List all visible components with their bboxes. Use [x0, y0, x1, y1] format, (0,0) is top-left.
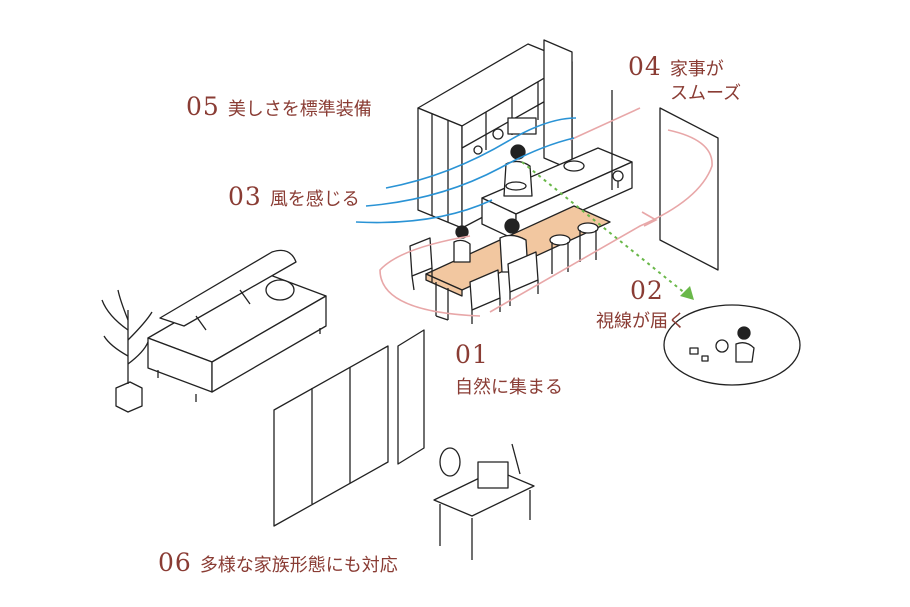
feature-number: 04: [628, 52, 662, 81]
feature-label-05: 05 美しさを標準装備: [186, 92, 372, 121]
feature-text: 美しさを標準装備: [227, 99, 372, 120]
sofa: [147, 249, 327, 402]
feature-text: 風を感じる: [269, 189, 360, 210]
potted-plant: [101, 289, 153, 413]
feature-label-04: 04 家事が スムーズ: [628, 52, 741, 105]
feature-number: 01: [455, 340, 489, 369]
door-panel: [611, 90, 719, 271]
dining-chairs: [409, 237, 539, 324]
person-cooking: [503, 144, 533, 197]
feature-text: 視線が届く: [596, 311, 686, 332]
feature-text: 多様な家族形態にも対応: [199, 555, 398, 576]
feature-label-01: 01 自然に集まる: [455, 340, 563, 399]
play-area: [663, 304, 801, 386]
sightline-arrow-icon: [521, 161, 694, 300]
feature-label-02: 02 視線が届く: [596, 276, 686, 333]
work-desk: [433, 443, 535, 560]
flow-loop-icon: [379, 107, 713, 317]
feature-text-line2: スムーズ: [670, 83, 742, 104]
bar-stools: [549, 222, 599, 274]
feature-number: 06: [158, 548, 192, 577]
feature-number: 02: [630, 276, 664, 305]
feature-text: 自然に集まる: [455, 377, 563, 398]
feature-text: 家事が: [669, 59, 724, 80]
feature-number: 05: [186, 92, 220, 121]
kitchen-pillar: [543, 39, 573, 171]
feature-number: 03: [228, 182, 262, 211]
feature-label-06: 06 多様な家族形態にも対応: [158, 548, 398, 577]
wind-lines-icon: [355, 117, 577, 224]
folding-partition: [273, 329, 425, 527]
person-child: [453, 225, 471, 263]
feature-label-03: 03 風を感じる: [228, 182, 360, 211]
